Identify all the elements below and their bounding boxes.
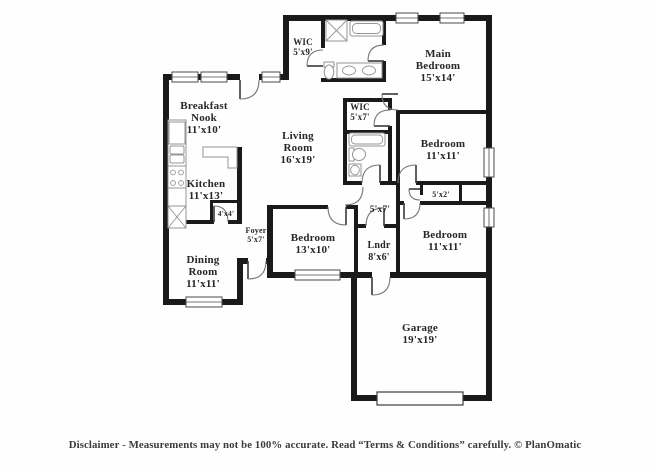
svg-text:5'x9': 5'x9' [293,47,313,57]
room-label-main-bedroom: Main Bedroom 15'x14' [416,48,461,84]
window-bedroom-se [483,207,495,228]
svg-text:Room: Room [284,142,313,154]
interior-walls [163,15,492,272]
door-garage-entry [371,276,391,296]
room-label-closet-4x4: 4'x4' [218,209,234,218]
room-label-bedroom-ne: Bedroom 11'x11' [421,138,466,162]
svg-text:11'x10': 11'x10' [187,124,221,136]
water-heater-icon [167,205,187,229]
room-label-wic-master: WIC 5'x9' [293,37,313,57]
svg-text:Nook: Nook [191,112,218,124]
windows [171,12,495,308]
svg-text:Lndr: Lndr [367,240,390,251]
svg-text:Bedroom: Bedroom [291,232,336,244]
window-breakfast-3 [261,71,281,83]
svg-text:Dining: Dining [187,254,220,266]
door-hall-living [344,186,364,206]
toilet-icon-master [323,61,335,80]
refrigerator-icon [168,121,186,145]
window-breakfast-1 [171,71,199,83]
svg-text:Bedroom: Bedroom [416,60,461,72]
svg-text:Kitchen: Kitchen [187,178,226,190]
svg-text:5'x2': 5'x2' [432,190,449,199]
double-vanity-icon [336,62,383,79]
garage-door [376,391,464,406]
fixtures [167,19,386,229]
svg-text:11'x11': 11'x11' [186,278,220,290]
svg-text:Bedroom: Bedroom [421,138,466,150]
svg-text:Breakfast: Breakfast [180,100,228,112]
door-wic-master [306,49,324,67]
stove-icon [167,165,187,189]
door-bedroom-s [327,206,347,226]
door-hall-bath [361,164,381,184]
svg-text:Bedroom: Bedroom [423,229,468,241]
door-bedroom-ne [397,164,417,184]
svg-text:4'x4': 4'x4' [218,209,234,218]
shower-icon [325,19,348,42]
svg-text:WIC: WIC [350,102,370,112]
room-label-closet-5x2: 5'x2' [432,190,449,199]
room-label-hall: 5'x7' [370,205,391,215]
doors [213,44,421,296]
window-main-bedroom-2 [439,12,465,24]
kitchen-peninsula-counter [202,146,238,169]
svg-text:11'x13': 11'x13' [189,190,223,202]
room-label-kitchen: Kitchen 11'x13' [187,178,226,202]
svg-text:5'x7': 5'x7' [350,112,370,122]
room-label-dining-room: Dining Room 11'x11' [186,254,220,290]
bathtub-icon-master [349,20,384,37]
svg-text:11'x11': 11'x11' [428,241,462,253]
door-master-bath [367,44,385,62]
svg-text:Main: Main [425,48,451,60]
svg-text:Living: Living [282,130,314,142]
room-label-wic-hall: WIC 5'x7' [350,102,370,122]
disclaimer-text: Disclaimer - Measurements may not be 100… [68,439,582,451]
door-back-patio [239,79,260,100]
svg-text:11'x11': 11'x11' [426,150,460,162]
svg-text:19'x19': 19'x19' [402,334,437,346]
svg-text:16'x19': 16'x19' [280,154,315,166]
kitchen-sink-icon [169,145,185,164]
svg-text:5'x7': 5'x7' [247,235,264,244]
door-front-entry [247,260,267,280]
sink-icon-hall [348,163,362,177]
door-openings [240,73,390,279]
door-closet-5x2 [408,188,421,201]
svg-text:5'x7': 5'x7' [370,205,391,215]
room-labels: WIC 5'x9' Main Bedroom 15'x14' Breakfast… [180,37,467,346]
toilet-icon-hall [348,147,366,162]
room-label-foyer: Foyer 5'x7' [246,226,267,244]
room-label-garage: Garage 19'x19' [402,322,438,346]
door-laundry [365,207,385,227]
svg-text:WIC: WIC [293,37,313,47]
room-label-breakfast-nook: Breakfast Nook 11'x10' [180,100,228,136]
svg-text:13'x10': 13'x10' [295,244,330,256]
svg-text:15'x14': 15'x14' [420,72,455,84]
door-wic-hall [373,109,391,127]
door-main-bedroom [381,93,399,111]
svg-text:8'x6': 8'x6' [368,252,390,263]
window-bedroom-s [294,269,341,281]
window-dining [185,296,223,308]
window-breakfast-2 [200,71,228,83]
door-pantry [213,205,229,223]
room-label-living-room: Living Room 16'x19' [280,130,315,166]
bathtub-icon-hall [348,132,386,147]
window-main-bedroom-1 [395,12,419,24]
svg-text:Room: Room [189,266,218,278]
window-bedroom-ne [483,147,495,178]
svg-text:Garage: Garage [402,322,438,334]
room-label-bedroom-se: Bedroom 11'x11' [423,229,468,253]
door-bedroom-se [403,202,421,220]
svg-text:Foyer: Foyer [246,226,267,235]
room-label-laundry: Lndr 8'x6' [367,240,390,263]
room-label-bedroom-s: Bedroom 13'x10' [291,232,336,256]
